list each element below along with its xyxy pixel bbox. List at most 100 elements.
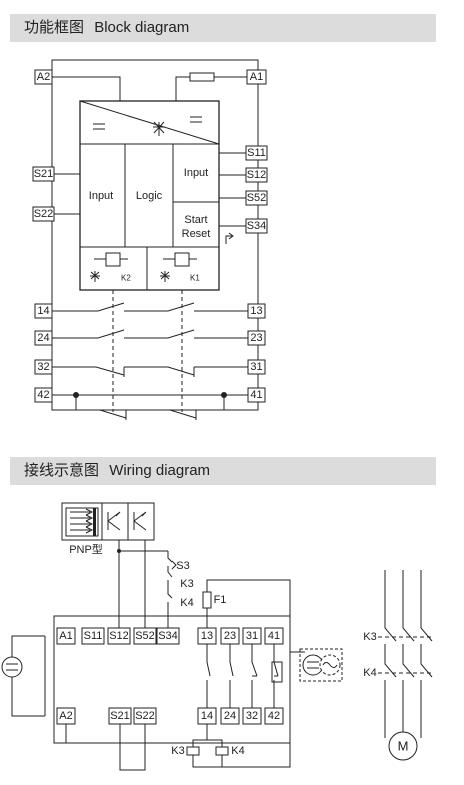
svg-text:32: 32 xyxy=(246,710,258,722)
terminal-42: 42 xyxy=(34,387,53,403)
terminal-s22: S22 xyxy=(32,206,55,222)
terminal-41: 41 xyxy=(247,387,266,403)
terminal-s11: S11 xyxy=(245,145,268,161)
terminal-13: 13 xyxy=(247,303,266,319)
terminal-24: 24 xyxy=(34,330,53,346)
fuse-symbol xyxy=(189,72,215,82)
svg-text:A1: A1 xyxy=(59,630,72,642)
svg-text:K4: K4 xyxy=(231,745,244,757)
k3-label: K3 xyxy=(180,578,193,590)
k2-label: K2 xyxy=(121,274,131,283)
block-diagram-title-zh: 功能框图 xyxy=(24,19,85,36)
svg-text:S12: S12 xyxy=(247,169,267,181)
terminal-a1: A1 xyxy=(56,627,76,645)
terminal-strip-bottom: A2 S21 S22 14 24 32 42 xyxy=(56,707,284,725)
terminal-14: 14 xyxy=(34,303,53,319)
contact-13-14 xyxy=(52,302,258,312)
pnp-sensor: PNP型 xyxy=(61,502,155,556)
terminal-24: 24 xyxy=(220,707,240,725)
svg-text:A1: A1 xyxy=(250,71,263,83)
transistor-symbol-top xyxy=(153,121,165,136)
terminal-32: 32 xyxy=(34,359,53,375)
input-left-label: Input xyxy=(89,190,113,202)
converter-diagonal xyxy=(79,100,220,145)
coil-k4: K4 xyxy=(215,745,245,757)
k1-label: K1 xyxy=(190,274,200,283)
input-right-label: Input xyxy=(184,167,208,179)
f1-label: F1 xyxy=(214,594,227,606)
relay-k1-symbol: K1 xyxy=(160,252,200,283)
svg-text:14: 14 xyxy=(37,305,49,317)
motor-k4-label: K4 xyxy=(363,667,376,679)
contact-23-24 xyxy=(52,329,258,339)
svg-text:S52: S52 xyxy=(247,192,267,204)
svg-text:S22: S22 xyxy=(135,710,155,722)
terminal-a1: A1 xyxy=(246,69,267,85)
svg-text:41: 41 xyxy=(250,389,262,401)
block-diagram-title-en: Block diagram xyxy=(94,19,190,36)
module-box xyxy=(79,100,220,291)
logic-label: Logic xyxy=(136,190,163,202)
svg-text:13: 13 xyxy=(201,630,213,642)
start-label: Start xyxy=(184,214,207,226)
relay-k2-symbol: K2 xyxy=(90,252,131,283)
svg-text:A2: A2 xyxy=(59,710,72,722)
terminal-32: 32 xyxy=(242,707,262,725)
s3-label: S3 xyxy=(176,560,189,572)
output-contacts xyxy=(206,644,283,708)
terminal-a2: A2 xyxy=(56,707,76,725)
wiring-diagram-header: 接线示意图 Wiring diagram xyxy=(10,457,436,485)
terminal-s11: S11 xyxy=(81,627,105,645)
relay-housing xyxy=(51,59,259,411)
svg-text:31: 31 xyxy=(250,361,262,373)
reset-label: Reset xyxy=(182,228,211,240)
svg-text:24: 24 xyxy=(224,710,236,722)
terminal-s22: S22 xyxy=(133,707,157,725)
terminal-13: 13 xyxy=(197,627,217,645)
svg-text:S11: S11 xyxy=(84,630,103,642)
contact-41-42 xyxy=(52,392,258,420)
block-diagram-header: 功能框图 Block diagram xyxy=(10,14,436,42)
terminal-31: 31 xyxy=(242,627,262,645)
svg-text:S34: S34 xyxy=(158,630,178,642)
terminal-s52: S52 xyxy=(245,190,268,206)
power-source-symbol-right xyxy=(299,648,343,682)
terminal-31: 31 xyxy=(247,359,266,375)
pnp-label: PNP型 xyxy=(69,542,103,556)
svg-text:42: 42 xyxy=(268,710,280,722)
terminal-s12: S12 xyxy=(107,627,131,645)
ac-symbol xyxy=(93,123,105,130)
svg-text:41: 41 xyxy=(268,630,280,642)
coil-k3: K3 xyxy=(171,745,200,757)
contact-31-32 xyxy=(52,366,258,377)
svg-text:S22: S22 xyxy=(34,208,54,220)
svg-text:13: 13 xyxy=(250,305,262,317)
block-diagram: Input Logic Input Start Reset K2 K1 xyxy=(32,59,268,420)
motor-k3-label: K3 xyxy=(363,631,376,643)
terminal-23: 23 xyxy=(247,330,266,346)
svg-text:32: 32 xyxy=(37,361,49,373)
svg-text:S34: S34 xyxy=(247,220,267,232)
svg-text:A2: A2 xyxy=(37,71,50,83)
dc-symbol xyxy=(190,116,202,123)
svg-text:S21: S21 xyxy=(110,710,130,722)
terminal-a2: A2 xyxy=(34,69,53,85)
svg-text:14: 14 xyxy=(201,710,213,722)
motor-symbol xyxy=(388,731,418,761)
svg-text:S12: S12 xyxy=(109,630,129,642)
motor-circuit: K3 K4 M xyxy=(363,570,433,761)
svg-text:42: 42 xyxy=(37,389,49,401)
wiring-diagram-title-zh: 接线示意图 xyxy=(24,462,100,479)
terminal-s34: S34 xyxy=(245,218,268,234)
transistor-icon xyxy=(107,511,121,531)
wiring-diagram-title-en: Wiring diagram xyxy=(109,462,211,479)
motor-label: M xyxy=(398,739,409,754)
svg-text:K3: K3 xyxy=(171,745,184,757)
fuse-f1 xyxy=(202,591,212,609)
terminal-23: 23 xyxy=(220,627,240,645)
terminal-s34: S34 xyxy=(156,627,180,645)
s3-k3-k4-contacts xyxy=(167,551,173,628)
